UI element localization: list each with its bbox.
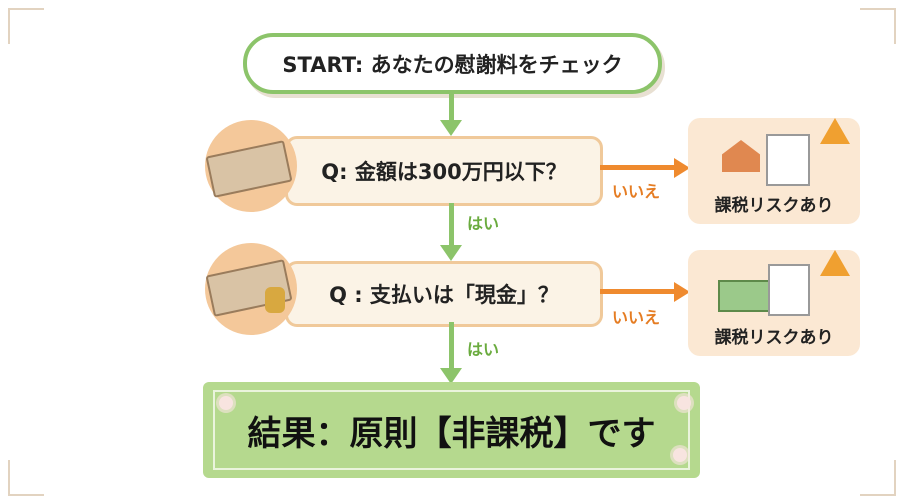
- arrow-q2-no: [600, 289, 676, 294]
- risk-node: 課税リスクあり: [688, 250, 860, 356]
- yes-label: はい: [467, 340, 500, 359]
- corner-ornament: [8, 460, 44, 496]
- yes-label: はい: [467, 214, 500, 233]
- question-node-amount: Q: 金額は300万円以下？: [285, 136, 603, 206]
- banknote-stack-icon: [205, 120, 297, 212]
- result-label: 結果：原則【非課税】です: [247, 413, 656, 454]
- arrow-q1-no: [600, 165, 676, 170]
- sakura-icon: [219, 396, 233, 410]
- arrow-start-q1: [449, 94, 454, 122]
- arrow-head: [440, 245, 462, 261]
- arrow-head: [674, 158, 690, 178]
- document-icon: [766, 134, 810, 186]
- cash-and-coins-icon: [205, 243, 297, 335]
- warning-icon: [820, 118, 850, 144]
- arrow-head: [440, 120, 462, 136]
- arrow-q2-yes: [449, 322, 454, 370]
- sakura-icon: [677, 396, 691, 410]
- arrow-head: [674, 282, 690, 302]
- corner-ornament: [860, 460, 896, 496]
- document-icon: [768, 264, 810, 316]
- arrow-head: [440, 368, 462, 384]
- risk-label: 課税リスクあり: [714, 328, 834, 348]
- warning-icon: [820, 250, 850, 276]
- corner-ornament: [860, 8, 896, 44]
- risk-node: 課税リスクあり: [688, 118, 860, 224]
- start-label: START: あなたの慰謝料をチェック: [282, 52, 623, 77]
- start-node: START: あなたの慰謝料をチェック: [243, 33, 662, 94]
- sakura-icon: [673, 448, 687, 462]
- risk-label: 課税リスクあり: [714, 196, 834, 216]
- arrow-q1-yes: [449, 203, 454, 247]
- question-label: Q : 支払いは「現金」？: [329, 283, 559, 307]
- question-node-cash: Q : 支払いは「現金」？: [285, 261, 603, 327]
- house-document-icon: [722, 140, 760, 172]
- question-label: Q: 金額は300万円以下？: [321, 160, 567, 184]
- corner-ornament: [8, 8, 44, 44]
- no-label: いいえ: [612, 182, 661, 201]
- no-label: いいえ: [612, 308, 661, 327]
- money-document-icon: [718, 280, 770, 312]
- result-node: 結果：原則【非課税】です: [203, 382, 700, 478]
